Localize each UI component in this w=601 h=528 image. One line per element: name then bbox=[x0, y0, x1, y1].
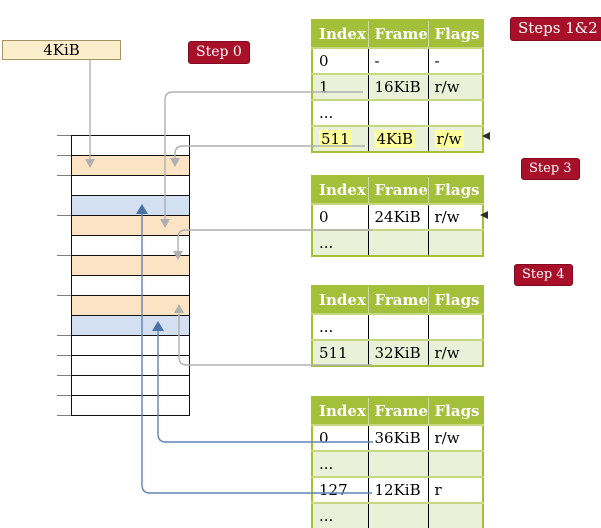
table-cell bbox=[427, 502, 483, 528]
table-cell bbox=[367, 313, 428, 340]
table-cell: 0 bbox=[312, 424, 368, 451]
column-header-frame: Frame bbox=[368, 397, 429, 425]
column-header-index: Index bbox=[312, 286, 369, 314]
memory-frame-row-2 bbox=[72, 176, 189, 196]
memory-frame-row-4 bbox=[72, 216, 189, 236]
column-header-flags: Flags bbox=[428, 397, 483, 425]
memory-tick bbox=[57, 135, 71, 136]
highlighted-value: 511 bbox=[319, 130, 352, 148]
column-header-frame: Frame bbox=[368, 286, 429, 314]
table-cell: 12KiB bbox=[367, 476, 428, 503]
table-cell: ... bbox=[312, 229, 368, 256]
column-header-index: Index bbox=[312, 20, 369, 48]
table-cell bbox=[427, 450, 483, 477]
table-cell bbox=[367, 450, 428, 477]
memory-frame-row-7 bbox=[72, 276, 189, 296]
highlighted-value: 4KiB bbox=[374, 130, 416, 148]
table-cell: 127 bbox=[312, 476, 368, 503]
frame-size-box: 4KiB bbox=[2, 40, 121, 60]
highlighted-value: r/w bbox=[434, 130, 464, 148]
table-cell: 32KiB bbox=[367, 339, 428, 366]
table-cell: ... bbox=[312, 99, 368, 126]
table-cell: r/w bbox=[427, 125, 483, 152]
table-cell: ... bbox=[312, 450, 368, 477]
table-cell: - bbox=[427, 47, 483, 74]
badge-step-4: Step 4 bbox=[514, 264, 573, 286]
memory-frame-row-3 bbox=[72, 196, 189, 216]
memory-tick bbox=[57, 155, 71, 156]
memory-frame-row-1 bbox=[72, 156, 189, 176]
table-cell bbox=[427, 229, 483, 256]
column-header-index: Index bbox=[312, 397, 369, 425]
table-cell bbox=[367, 99, 428, 126]
memory-frame-row-10 bbox=[72, 336, 189, 356]
column-header-flags: Flags bbox=[428, 20, 483, 48]
memory-frame-row-5 bbox=[72, 236, 189, 256]
badge-step-3: Step 3 bbox=[521, 158, 580, 180]
table-cell: 36KiB bbox=[367, 424, 428, 451]
badge-steps-1-2: Steps 1&2 bbox=[510, 17, 601, 41]
table-row: ... bbox=[312, 450, 483, 477]
memory-frame-row-11 bbox=[72, 356, 189, 376]
memory-tick bbox=[57, 175, 71, 176]
memory-frame-row-12 bbox=[72, 376, 189, 396]
table-cell: 511 bbox=[312, 339, 368, 366]
table-cell: 511 bbox=[312, 125, 368, 152]
memory-tick bbox=[57, 355, 71, 356]
table-cell: ... bbox=[312, 313, 368, 340]
table-row: 511 4KiB r/w bbox=[312, 125, 483, 152]
table-row: ... bbox=[312, 99, 483, 126]
table-row: 0-- bbox=[312, 47, 483, 74]
table-row: ... bbox=[312, 229, 483, 256]
table-cell bbox=[367, 502, 428, 528]
memory-tick bbox=[57, 335, 71, 336]
memory-tick bbox=[57, 415, 71, 416]
table-cell: - bbox=[367, 47, 428, 74]
table-cell: 24KiB bbox=[367, 203, 428, 230]
column-header-index: Index bbox=[312, 176, 369, 204]
memory-tick bbox=[57, 255, 71, 256]
table-cell: 0 bbox=[312, 47, 368, 74]
memory-frame-row-9 bbox=[72, 316, 189, 336]
column-header-frame: Frame bbox=[368, 20, 429, 48]
memory-frame-row-0 bbox=[72, 136, 189, 156]
table-row: ... bbox=[312, 502, 483, 528]
column-header-flags: Flags bbox=[428, 286, 483, 314]
table-cell: 0 bbox=[312, 203, 368, 230]
table-cell: r/w bbox=[427, 73, 483, 100]
table-cell: r/w bbox=[427, 424, 483, 451]
memory-frame-row-6 bbox=[72, 256, 189, 276]
frame-size-label: 4KiB bbox=[43, 41, 80, 59]
table-cell: r/w bbox=[427, 339, 483, 366]
table-cell: 1 bbox=[312, 73, 368, 100]
memory-tick bbox=[57, 375, 71, 376]
table-cell bbox=[367, 229, 428, 256]
table-cell: 16KiB bbox=[367, 73, 428, 100]
table-cell: r/w bbox=[427, 203, 483, 230]
memory-tick bbox=[57, 395, 71, 396]
table-cell: 4KiB bbox=[367, 125, 428, 152]
column-header-flags: Flags bbox=[428, 176, 483, 204]
badge-step-0: Step 0 bbox=[188, 41, 250, 64]
table-cell: r bbox=[427, 476, 483, 503]
memory-frame-row-8 bbox=[72, 296, 189, 316]
memory-frame-row-13 bbox=[72, 396, 189, 415]
table-cell bbox=[427, 99, 483, 126]
table-row: ... bbox=[312, 313, 483, 340]
column-header-frame: Frame bbox=[368, 176, 429, 204]
memory-tick bbox=[57, 215, 71, 216]
memory-tick bbox=[57, 295, 71, 296]
physical-memory-column bbox=[71, 135, 190, 416]
table-cell: ... bbox=[312, 502, 368, 528]
table-cell bbox=[427, 313, 483, 340]
